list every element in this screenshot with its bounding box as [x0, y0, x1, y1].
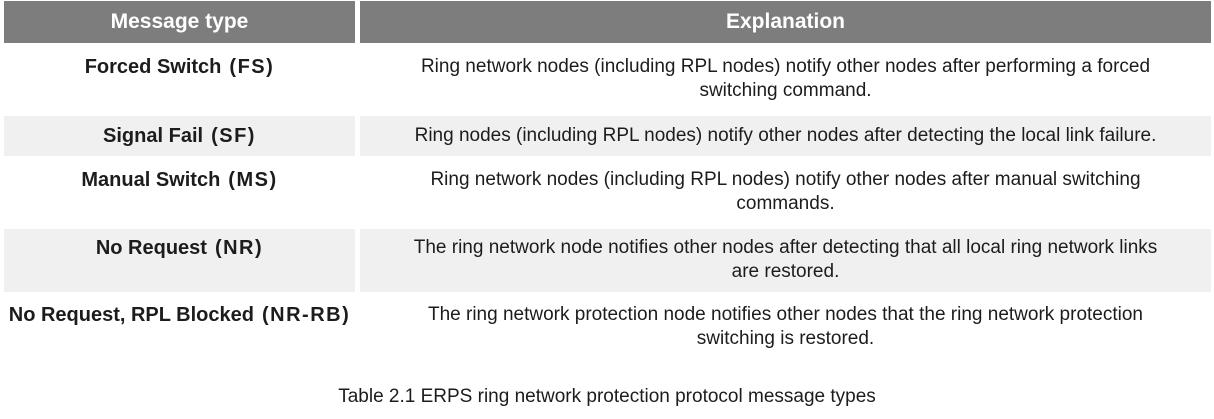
explanation-line: Ring nodes (including RPL nodes) notify …: [414, 125, 1157, 146]
message-type-cell: Forced Switch (FS): [4, 43, 355, 116]
column-gap: [355, 116, 360, 156]
explanation-line: Ring network nodes (including RPL nodes)…: [420, 56, 1151, 77]
table-row-no-request-rpl-blocked: No Request, RPL Blocked (NR-RB) The ring…: [4, 292, 1211, 363]
message-type-abbr: (FS): [229, 56, 275, 78]
explanation-line: The ring network node notifies other nod…: [413, 237, 1158, 258]
column-gap: [355, 156, 360, 229]
message-type-name: Manual Switch: [81, 169, 221, 191]
message-type-cell: No Request, RPL Blocked (NR-RB): [4, 292, 355, 363]
message-type-abbr: (SF): [211, 125, 256, 147]
column-gap: [355, 229, 360, 292]
explanation-cell: Ring nodes (including RPL nodes) notify …: [360, 116, 1211, 156]
explanation-line: Ring network nodes (including RPL nodes)…: [430, 169, 1141, 190]
column-gap: [355, 1, 360, 43]
table-row-forced-switch: Forced Switch (FS) Ring network nodes (i…: [4, 43, 1211, 116]
message-type-cell: Manual Switch (MS): [4, 156, 355, 229]
table-caption: Table 2.1 ERPS ring network protection p…: [338, 386, 876, 407]
table-row-no-request: No Request (NR) The ring network node no…: [4, 229, 1211, 292]
erps-message-type-table: Message type Explanation Forced Switch (…: [4, 1, 1211, 363]
explanation-cell: The ring network node notifies other nod…: [360, 229, 1211, 292]
message-type-cell: Signal Fail (SF): [4, 116, 355, 156]
message-type-abbr: (NR-RB): [261, 304, 351, 326]
message-type-abbr: (NR): [214, 237, 264, 259]
message-type-name: No Request: [95, 237, 207, 259]
message-type-name: Forced Switch: [84, 56, 222, 78]
table-row-manual-switch: Manual Switch (MS) Ring network nodes (i…: [4, 156, 1211, 229]
explanation-line: are restored.: [731, 261, 840, 282]
message-type-name: No Request, RPL Blocked: [8, 304, 254, 326]
explanation-line: commands.: [736, 193, 835, 214]
column-header-explanation: Explanation: [360, 1, 1211, 43]
explanation-line: switching command.: [699, 80, 872, 101]
column-gap: [355, 43, 360, 116]
column-header-message-type: Message type: [4, 1, 355, 43]
explanation-cell: Ring network nodes (including RPL nodes)…: [360, 156, 1211, 229]
table-row-signal-fail: Signal Fail (SF) Ring nodes (including R…: [4, 116, 1211, 156]
message-type-cell: No Request (NR): [4, 229, 355, 292]
explanation-cell: The ring network protection node notifie…: [360, 292, 1211, 363]
explanation-line: switching is restored.: [696, 328, 875, 349]
explanation-cell: Ring network nodes (including RPL nodes)…: [360, 43, 1211, 116]
message-type-abbr: (MS): [228, 169, 278, 191]
column-gap: [355, 292, 360, 363]
message-type-name: Signal Fail: [103, 125, 204, 147]
explanation-line: The ring network protection node notifie…: [427, 304, 1144, 325]
table-header-row: Message type Explanation: [4, 1, 1211, 43]
